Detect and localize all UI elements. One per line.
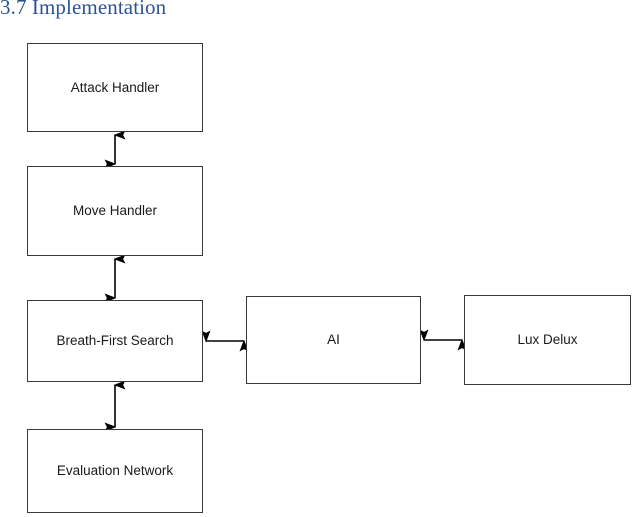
diagram-node-label: Move Handler [72, 203, 158, 218]
diagram-node-label: Breath-First Search [56, 333, 174, 348]
diagram-node-label: Attack Handler [70, 79, 160, 95]
diagram-node-label: Evaluation Network [56, 463, 174, 478]
diagram-node-move-handler: Move Handler [27, 166, 203, 256]
diagram-node-label: Lux Delux [517, 332, 578, 347]
diagram-node-breath-first-search: Breath-First Search [27, 300, 203, 382]
diagram-node-attack-handler: Attack Handler [27, 43, 203, 132]
diagram-node-lux-delux: Lux Delux [464, 295, 631, 385]
diagram-node-evaluation-network: Evaluation Network [27, 429, 203, 513]
diagram-node-label: AI [327, 332, 340, 347]
diagram-node-ai: AI [246, 296, 421, 384]
section-heading: 3.7 Implementation [0, 0, 167, 19]
